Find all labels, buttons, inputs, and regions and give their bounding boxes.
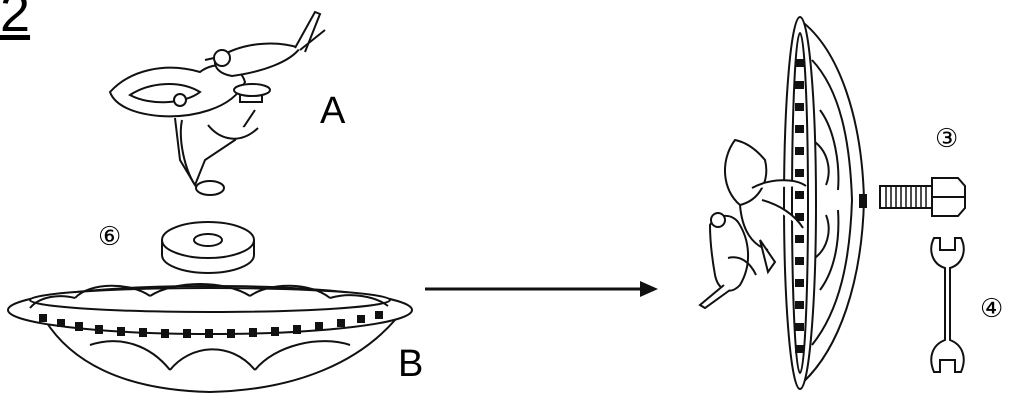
step-number: 2 xyxy=(0,0,31,43)
washer-number: ⑥ xyxy=(98,222,122,252)
arrow-icon xyxy=(425,281,658,297)
wrench-number: ④ xyxy=(980,294,1004,324)
assembled-bath-icon xyxy=(698,16,867,390)
bolt-icon xyxy=(879,177,966,217)
bolt-number: ③ xyxy=(935,124,959,154)
bowl-icon xyxy=(7,283,413,394)
bird-topper-icon xyxy=(108,10,326,196)
part-b-label: B xyxy=(398,343,424,385)
wrench-icon xyxy=(930,237,965,373)
part-a-label: A xyxy=(320,90,346,132)
washer-icon xyxy=(161,221,255,274)
